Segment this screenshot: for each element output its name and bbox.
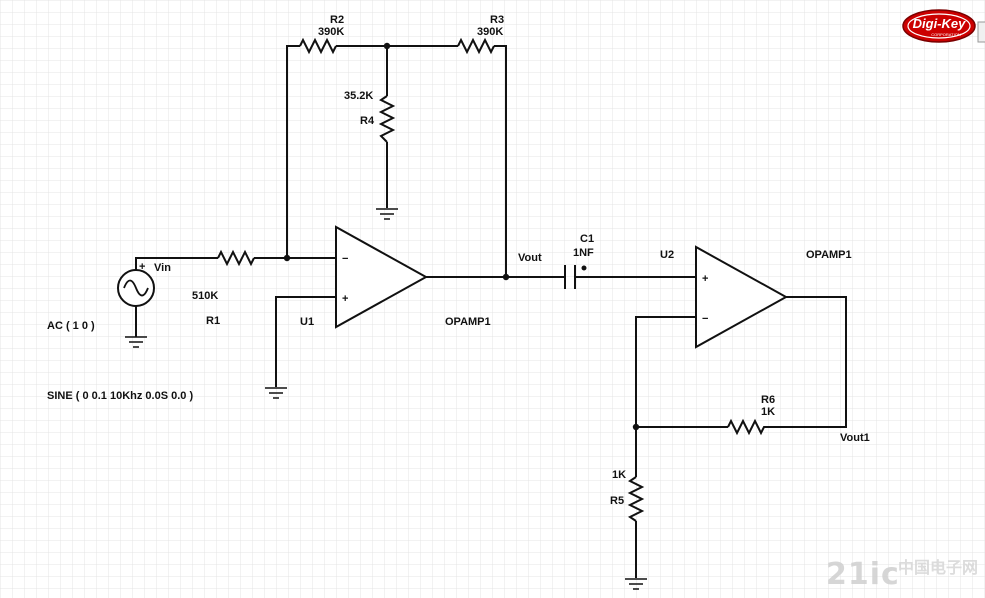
resistor-r3[interactable] — [457, 37, 495, 55]
resistor-r4[interactable] — [378, 95, 396, 143]
label-ac: AC ( 1 0 ) — [47, 320, 95, 332]
svg-text:+: + — [702, 273, 708, 285]
label-u2: U2 — [660, 249, 674, 261]
label-vout: Vout — [518, 252, 542, 264]
label-r4-name: R4 — [360, 115, 375, 127]
svg-text:−: − — [702, 313, 708, 325]
svg-text:21ic: 21ic — [826, 557, 900, 592]
scroll-edge-button[interactable] — [977, 21, 985, 43]
digikey-logo: Digi-Key CORPORATION — [902, 9, 976, 43]
svg-text:CORPORATION: CORPORATION — [931, 32, 961, 37]
label-r1-name: R1 — [206, 315, 220, 327]
opamp-u1[interactable]: − + — [335, 225, 429, 329]
resistor-r5[interactable] — [627, 476, 645, 522]
capacitor-c1[interactable] — [564, 265, 587, 289]
label-u1: U1 — [300, 316, 314, 328]
label-vin: Vin — [154, 262, 171, 274]
component-labels: R2 390K R3 390K 35.2K R4 Vin 510K R1 AC … — [47, 14, 870, 507]
label-c1-value: 1NF — [573, 247, 594, 259]
label-r2-name: R2 — [330, 14, 344, 26]
resistor-r2[interactable] — [299, 37, 337, 55]
ground-symbol-r4 — [376, 208, 398, 220]
ground-symbol-u1 — [265, 387, 287, 399]
label-r6-value: 1K — [761, 406, 775, 418]
label-r6-name: R6 — [761, 394, 775, 406]
label-u1-model: OPAMP1 — [445, 316, 491, 328]
resistor-r1[interactable] — [217, 249, 255, 267]
label-r3-name: R3 — [490, 14, 504, 26]
opamp-u2[interactable]: + − — [695, 245, 789, 349]
watermark-21ic: 21ic 中国电子网 — [826, 557, 978, 592]
svg-text:中国电子网: 中国电子网 — [898, 558, 978, 577]
wires — [135, 45, 847, 578]
label-r1-value: 510K — [192, 290, 218, 302]
label-r5-value: 1K — [612, 469, 626, 481]
label-r5-name: R5 — [610, 495, 624, 507]
junctions — [283, 42, 640, 431]
label-vout1: Vout1 — [840, 432, 870, 444]
label-sine: SINE ( 0 0.1 10Khz 0.0S 0.0 ) — [47, 390, 193, 402]
ground-symbol-source — [125, 336, 147, 348]
svg-text:Digi-Key: Digi-Key — [913, 16, 967, 31]
label-u2-model: OPAMP1 — [806, 249, 852, 261]
label-r3-value: 390K — [477, 26, 503, 38]
label-r4-value: 35.2K — [344, 90, 373, 102]
ground-symbol-r5 — [625, 578, 647, 590]
svg-text:−: − — [342, 253, 348, 265]
ac-source-vin[interactable]: + — [117, 261, 155, 307]
svg-text:+: + — [139, 261, 145, 273]
resistor-r6[interactable] — [727, 418, 766, 436]
label-r2-value: 390K — [318, 26, 344, 38]
svg-text:+: + — [342, 293, 348, 305]
label-c1-name: C1 — [580, 233, 594, 245]
